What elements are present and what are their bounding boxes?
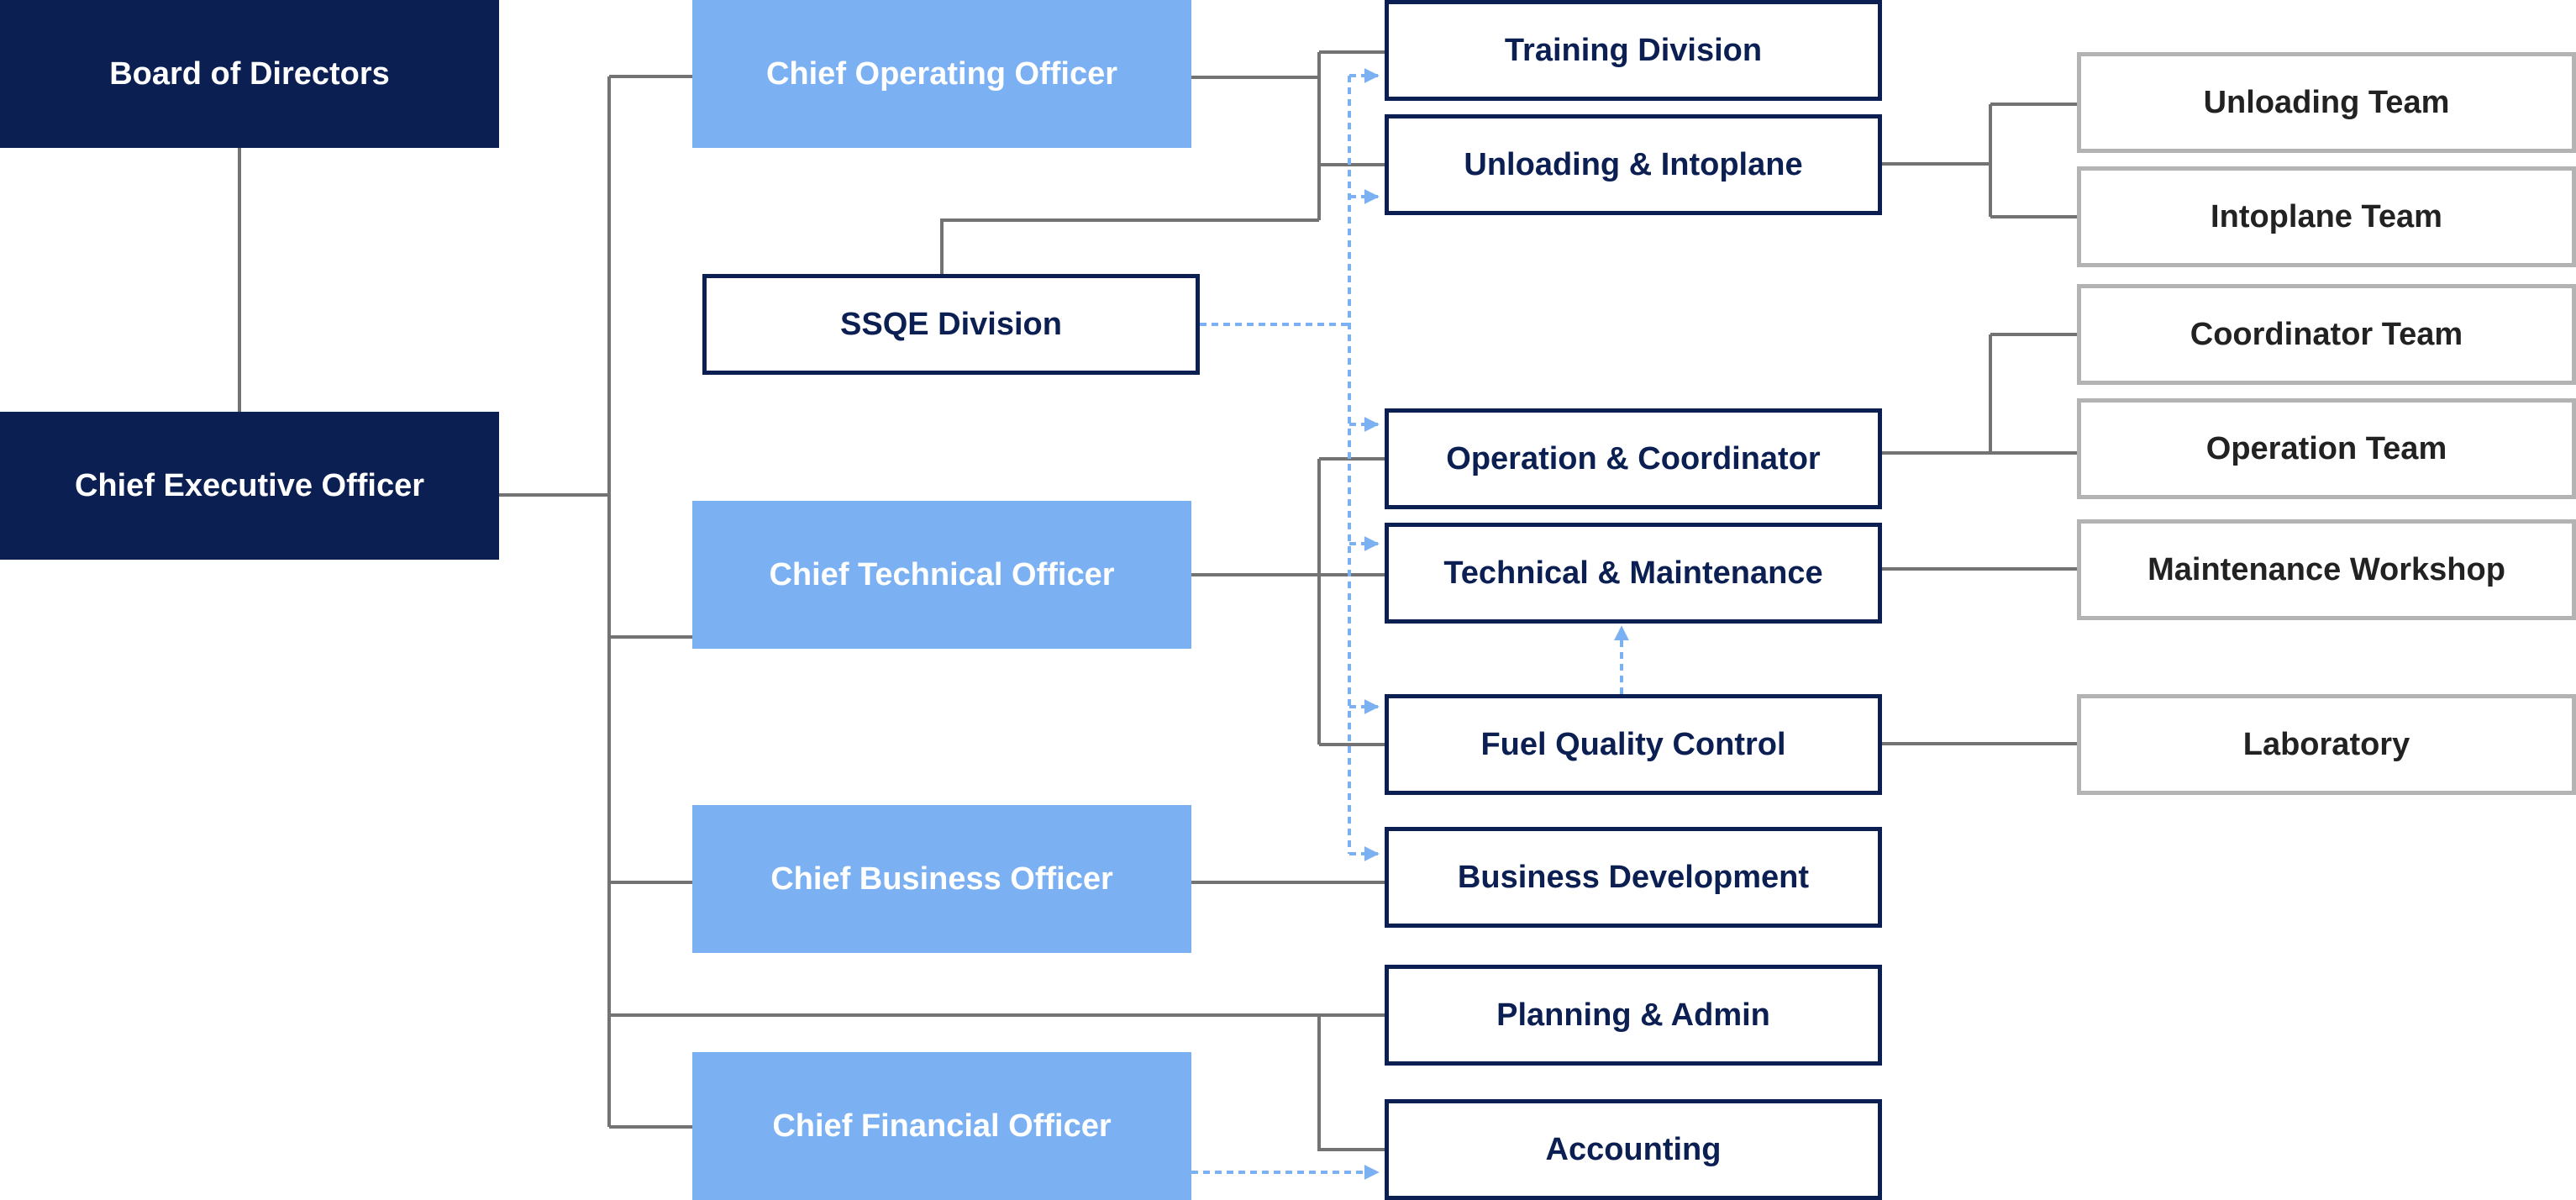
- board-of-directors-box: Board of Directors: [0, 0, 499, 148]
- operation-team-label: Operation Team: [2205, 430, 2447, 466]
- ceo-box: Chief Executive Officer: [0, 412, 499, 560]
- training-division-box: Training Division: [1385, 0, 1882, 101]
- fuel-quality-control-box: Fuel Quality Control: [1385, 694, 1882, 795]
- unloading-label: Unloading & Intoplane: [1464, 146, 1803, 182]
- laboratory-label: Laboratory: [2242, 726, 2410, 762]
- opcoord-label: Operation & Coordinator: [1446, 440, 1821, 476]
- operation-team-box: Operation Team: [2077, 398, 2576, 499]
- operation-coordinator-box: Operation & Coordinator: [1385, 408, 1882, 509]
- ssqe-label: SSQE Division: [840, 306, 1062, 342]
- accounting-label: Accounting: [1545, 1131, 1722, 1167]
- planning-accounting: [1317, 1015, 1385, 1151]
- coordinator-team-label: Coordinator Team: [2190, 316, 2463, 352]
- cbo-label: Chief Business Officer: [770, 861, 1113, 897]
- ceo-label: Chief Executive Officer: [74, 467, 425, 503]
- dotted-connectors: [1191, 68, 1629, 1180]
- coo-label: Chief Operating Officer: [765, 55, 1118, 92]
- accounting-box: Accounting: [1385, 1099, 1882, 1200]
- cfo-box: Chief Financial Officer: [692, 1052, 1191, 1200]
- cfo-label: Chief Financial Officer: [772, 1108, 1112, 1144]
- unloading-intoplane-box: Unloading & Intoplane: [1385, 114, 1882, 215]
- maintenance-workshop-label: Maintenance Workshop: [2148, 551, 2505, 587]
- coo-ssqe: [940, 218, 1319, 274]
- training-label: Training Division: [1504, 32, 1763, 68]
- planning-admin-box: Planning & Admin: [1385, 965, 1882, 1066]
- techmaint-label: Technical & Maintenance: [1443, 555, 1823, 591]
- intoplane-team-label: Intoplane Team: [2211, 198, 2442, 234]
- unloading-team-label: Unloading Team: [2203, 84, 2450, 120]
- laboratory-box: Laboratory: [2077, 694, 2576, 795]
- cto-box: Chief Technical Officer: [692, 501, 1191, 649]
- cbo-box: Chief Business Officer: [692, 805, 1191, 953]
- planning-label: Planning & Admin: [1496, 997, 1770, 1033]
- fqc-label: Fuel Quality Control: [1480, 726, 1786, 762]
- technical-maintenance-box: Technical & Maintenance: [1385, 523, 1882, 624]
- coo-box: Chief Operating Officer: [692, 0, 1191, 148]
- solid-connectors: [238, 50, 2077, 1151]
- business-development-box: Business Development: [1385, 827, 1882, 928]
- busdev-label: Business Development: [1457, 859, 1810, 895]
- unloading-team-box: Unloading Team: [2077, 52, 2576, 153]
- ssqe-division-box: SSQE Division: [702, 274, 1200, 375]
- intoplane-team-box: Intoplane Team: [2077, 166, 2576, 267]
- coordinator-team-box: Coordinator Team: [2077, 284, 2576, 385]
- maintenance-workshop-box: Maintenance Workshop: [2077, 519, 2576, 620]
- board-label: Board of Directors: [109, 55, 390, 92]
- cto-label: Chief Technical Officer: [769, 556, 1115, 592]
